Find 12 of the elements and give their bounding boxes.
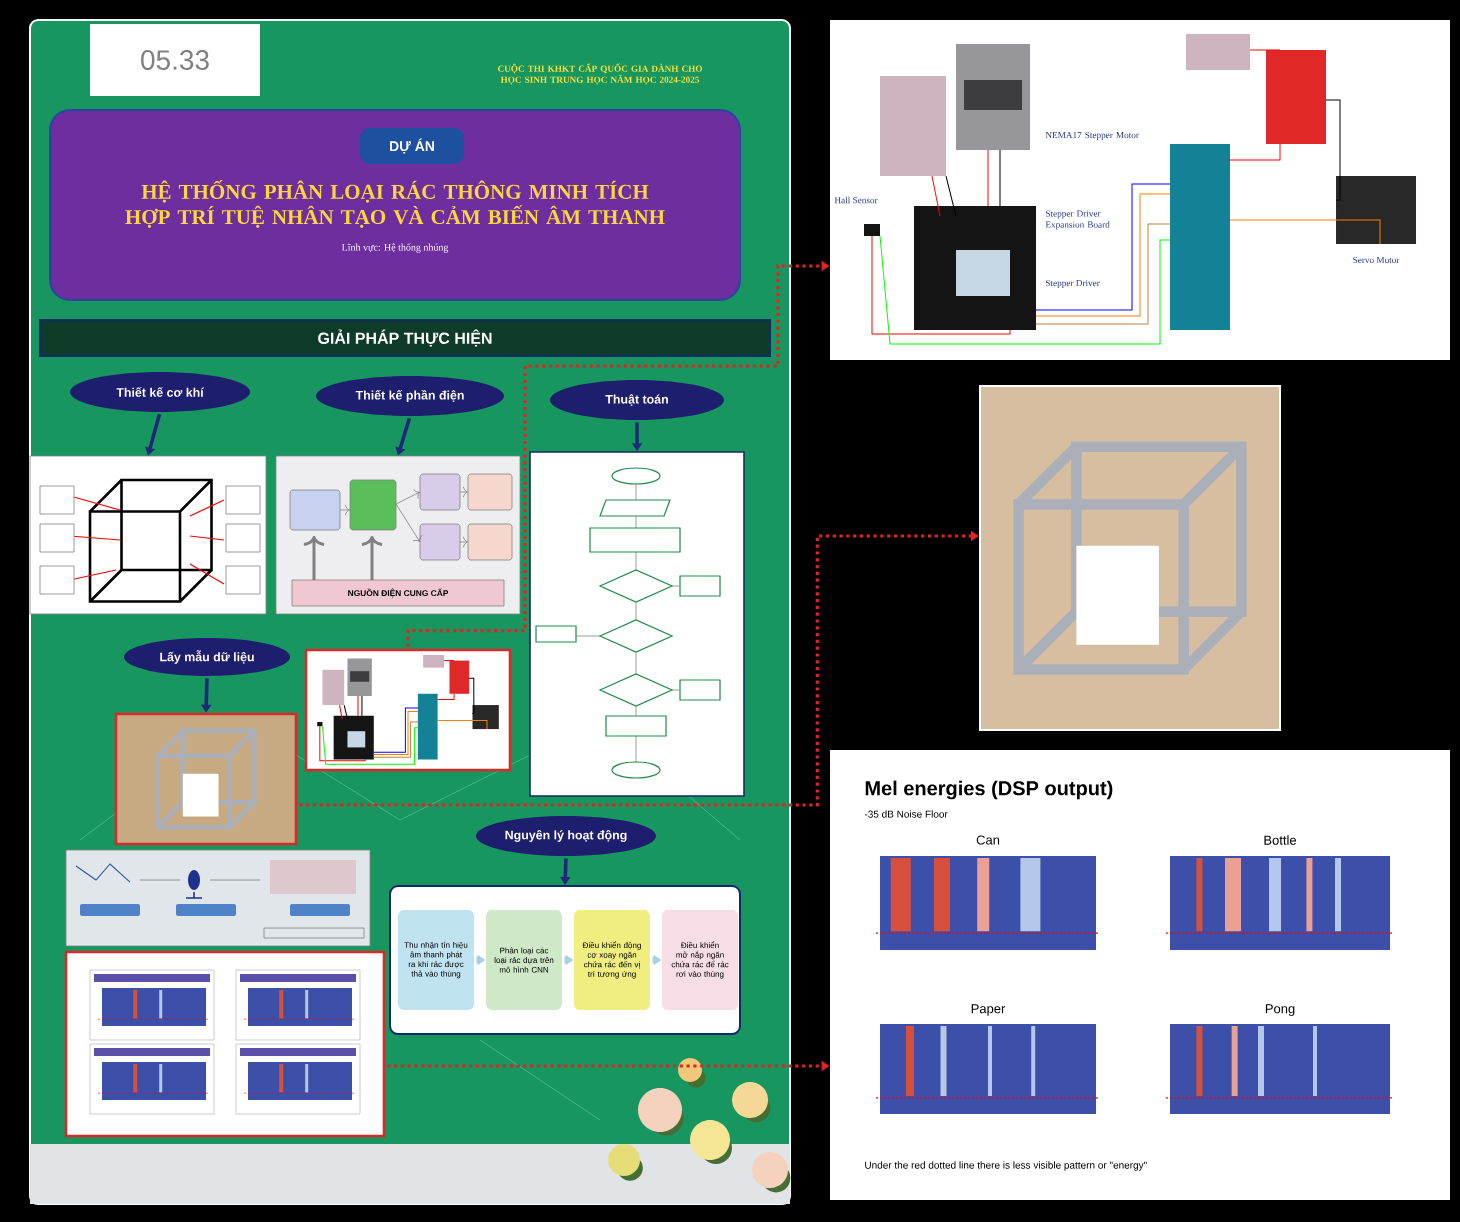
section-header: GIẢI PHÁP THỰC HIỆN bbox=[39, 319, 771, 357]
photo bbox=[979, 385, 1281, 731]
spectrogram-drawing bbox=[64, 950, 386, 1138]
arrow bbox=[560, 858, 571, 885]
photo bbox=[114, 712, 298, 846]
wiring-drawing bbox=[304, 648, 512, 772]
sampling-panel-drawing bbox=[65, 849, 371, 947]
mechanical-drawing bbox=[29, 455, 267, 615]
arrow bbox=[299, 530, 979, 807]
flowchart-drawing bbox=[529, 451, 745, 797]
number-card: 05.33 bbox=[90, 24, 260, 96]
wiring-drawing bbox=[830, 20, 1450, 360]
